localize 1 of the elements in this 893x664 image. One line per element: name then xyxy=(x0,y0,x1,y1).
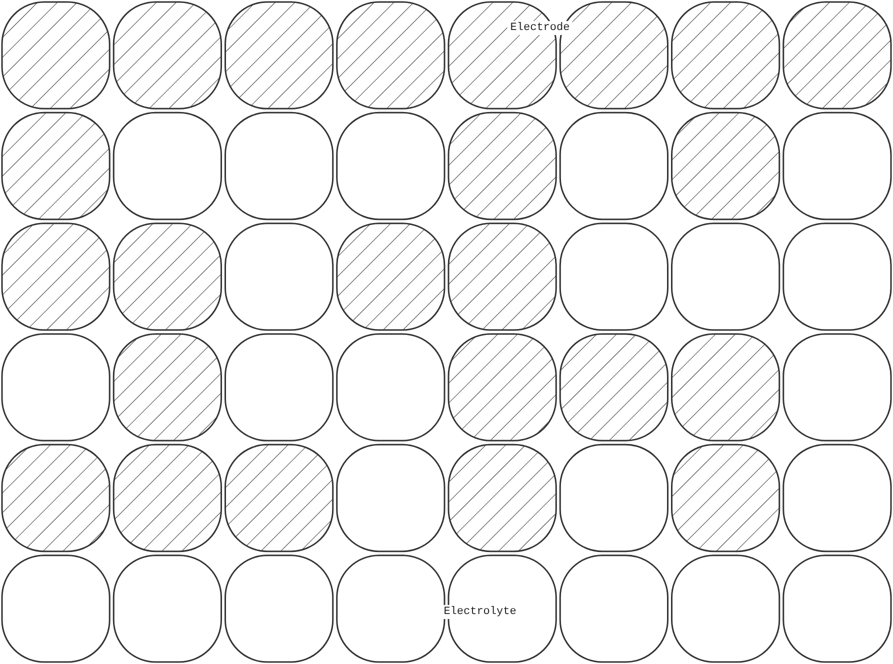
region-label: Electrode xyxy=(507,21,573,35)
